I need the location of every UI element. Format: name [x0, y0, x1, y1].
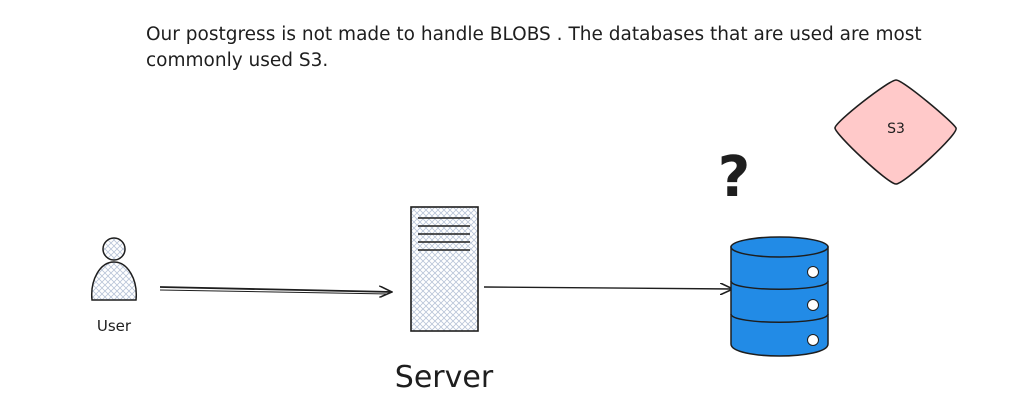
note-line-1: Our postgress is not made to handle BLOB…: [146, 24, 922, 45]
s3-label: S3: [887, 121, 905, 137]
question-mark-icon: ?: [718, 145, 750, 210]
database-icon: [730, 236, 829, 357]
arrow-user-to-server: [159, 287, 392, 294]
user-icon: [91, 237, 137, 301]
s3-diamond: [834, 79, 957, 185]
user-label: User: [97, 317, 132, 335]
note-line-2: commonly used S3.: [146, 50, 328, 71]
server-icon: [410, 206, 479, 332]
server-label: Server: [395, 360, 494, 395]
arrow-server-to-database: [483, 287, 733, 289]
